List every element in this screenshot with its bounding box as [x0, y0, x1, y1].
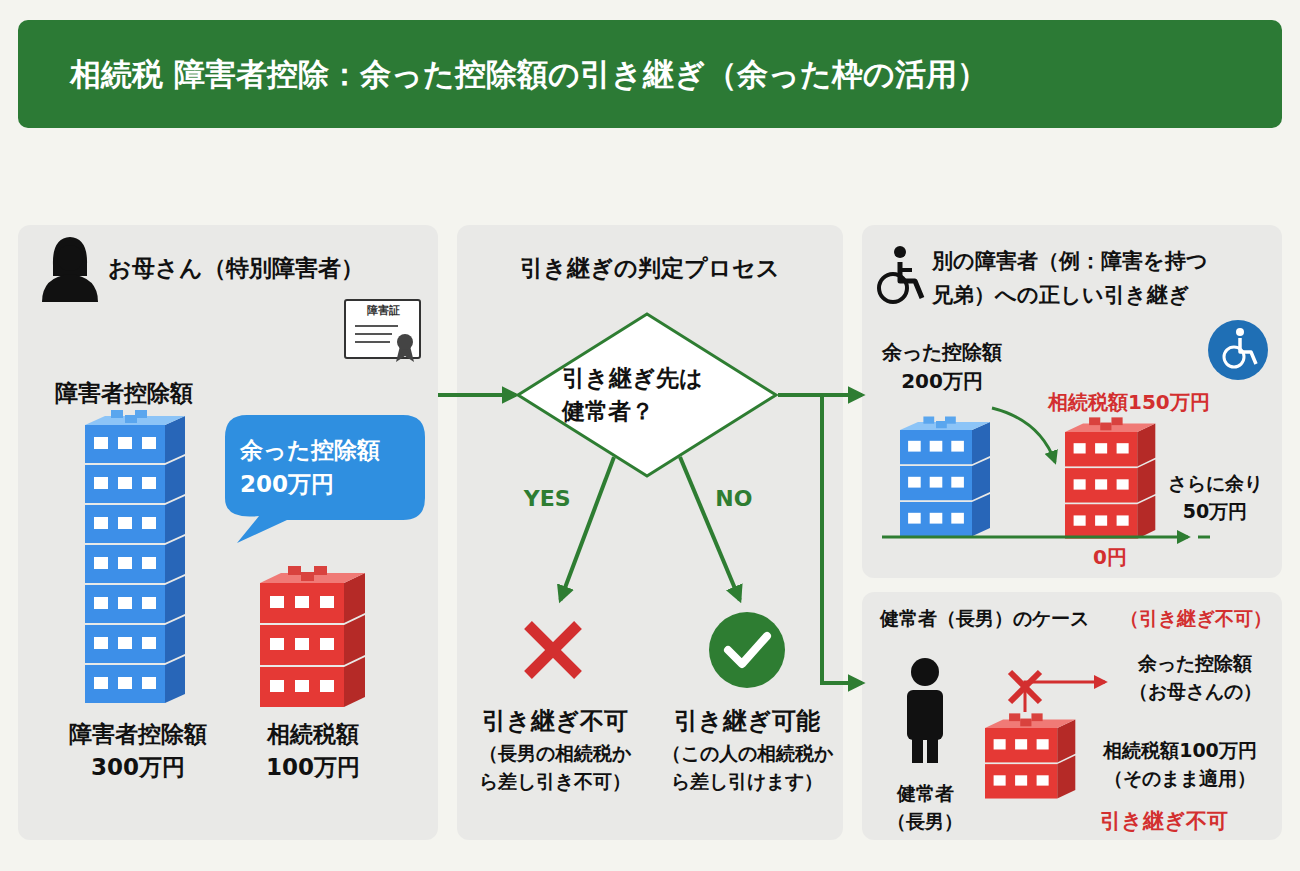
flow-arrow — [560, 457, 614, 600]
wheelchair-icon-part — [879, 274, 907, 302]
diamond-shape — [516, 312, 778, 478]
wheelchair-icon-part — [900, 268, 912, 272]
check-icon-part — [728, 636, 767, 664]
node-heading: 引き継ぎの判定プロセス — [457, 252, 843, 285]
tax-block — [260, 566, 365, 707]
deduction-tower-part — [900, 417, 990, 431]
edge-label: YES — [524, 483, 571, 515]
certificate-icon — [345, 300, 420, 362]
bubble-outline — [225, 415, 425, 543]
node-heading: 引き継ぎ不可 — [465, 704, 645, 739]
annotation-label: 障害者控除額 300万円 — [38, 718, 238, 785]
person-icon-part — [912, 735, 923, 763]
deduction-tower — [85, 410, 185, 703]
node-body: （この人の相続税から差し引けます） — [661, 740, 833, 795]
cross-icon — [528, 625, 578, 675]
outcome-box: 引き継ぎ不可（長男の相続税から差し引き不可） — [465, 600, 645, 800]
annotation-label: 相続税額100万円 （そのまま適用） — [1085, 737, 1275, 792]
mother-icon-part — [57, 245, 83, 271]
tax-block-part — [985, 713, 1075, 728]
axis-dash — [1198, 536, 1210, 539]
annotation-label: 引き継ぎ不可 — [1100, 806, 1260, 836]
deduction-tower-part — [85, 616, 185, 663]
title-text: 相続税 障害者控除：余った控除額の引き継ぎ（余った枠の活用） — [70, 20, 988, 128]
tax-block-part — [260, 566, 365, 583]
annotation-label: 健常者 （長男） — [880, 780, 970, 835]
person-icon-part — [911, 658, 939, 686]
node-heading: 別の障害者（例：障害を持つ兄弟）への正しい引き継ぎ — [932, 245, 1222, 312]
tax-block-part — [1065, 417, 1155, 432]
check-icon — [709, 612, 785, 688]
certificate-icon-part — [355, 341, 390, 343]
person-icon-part — [907, 690, 943, 740]
certificate-icon-part — [355, 325, 398, 327]
check-icon-part — [709, 612, 785, 688]
speech-bubble: 余った控除額 200万円 — [225, 415, 425, 520]
node-body: （長男の相続税から差し引き不可） — [476, 740, 634, 795]
cross-icon-part — [528, 625, 578, 675]
wheelchair-badge — [1208, 320, 1268, 380]
deduction-tower-part — [85, 576, 185, 623]
flow-arrow — [680, 457, 740, 600]
zero-axis — [882, 536, 1188, 539]
annotation-label: 相続税額150万円 — [1048, 388, 1248, 417]
mother-icon — [42, 237, 98, 302]
flow-arrow — [778, 395, 862, 683]
annotation-label: 障害証 — [348, 303, 418, 319]
process-panel: 引き継ぎの判定プロセス引き継ぎ先は 健常者？ 引き継ぎ不可（長男の相続税から差し引… — [457, 225, 843, 840]
deduction-tower-part — [900, 458, 990, 500]
deduction-tower-part — [85, 496, 185, 543]
deduction-tower-part — [900, 494, 990, 536]
node-heading: お母さん（特別障害者） — [108, 252, 428, 285]
bubble-shape — [225, 415, 425, 520]
person-icon — [907, 658, 943, 763]
transfer-arrow — [992, 408, 1055, 462]
node-heading: 余った控除額 200万円 — [240, 434, 410, 501]
node-body: （引き継ぎ不可） — [1120, 605, 1280, 633]
edge-label: NO — [715, 483, 752, 515]
tax-block — [1065, 417, 1155, 538]
annotation-label: 余った控除額 200万円 — [872, 338, 1012, 396]
annotation-label: 障害者控除額 — [55, 377, 275, 410]
wheelchair-badge-part — [1236, 328, 1244, 336]
cross-icon — [1010, 672, 1040, 702]
cross-icon-part — [1010, 672, 1040, 702]
annotation-label: 相続税額 100万円 — [248, 718, 378, 785]
deduction-tower — [900, 417, 990, 537]
deduction-tower-part — [85, 536, 185, 583]
annotation-label: さらに余り 50万円 — [1160, 470, 1270, 525]
annotation-label: 0円 — [1080, 543, 1140, 572]
node-heading: 引き継ぎ先は 健常者？ — [562, 362, 732, 429]
cross-icon-part — [528, 625, 578, 675]
certificate-icon-part — [397, 334, 413, 350]
cross-icon-part — [1010, 672, 1040, 702]
tax-block — [985, 713, 1075, 798]
diamond-outline — [518, 314, 776, 476]
decision-diamond: 引き継ぎ先は 健常者？ — [516, 312, 778, 478]
flow-arrow — [438, 393, 516, 397]
deduction-tower-part — [85, 456, 185, 503]
mother-icon-part — [42, 274, 98, 302]
mother-icon-part — [53, 237, 87, 276]
wheelchair-icon-part — [894, 246, 906, 258]
wheelchair-icon — [879, 246, 922, 302]
deduction-tower-part — [85, 410, 185, 425]
wheelchair-badge-part — [1224, 347, 1244, 367]
person-icon-part — [927, 735, 938, 763]
node-heading: 健常者（長男）のケース — [880, 605, 1120, 633]
certificate-icon-part — [355, 333, 392, 335]
node-heading: 引き継ぎ可能 — [657, 704, 837, 739]
wheelchair-badge-part — [1208, 320, 1268, 380]
annotation-label: 余った控除額 （お母さんの） — [1115, 650, 1275, 705]
title-bar: 相続税 障害者控除：余った控除額の引き継ぎ（余った枠の活用） — [18, 20, 1282, 128]
deduction-tower-part — [85, 656, 185, 703]
